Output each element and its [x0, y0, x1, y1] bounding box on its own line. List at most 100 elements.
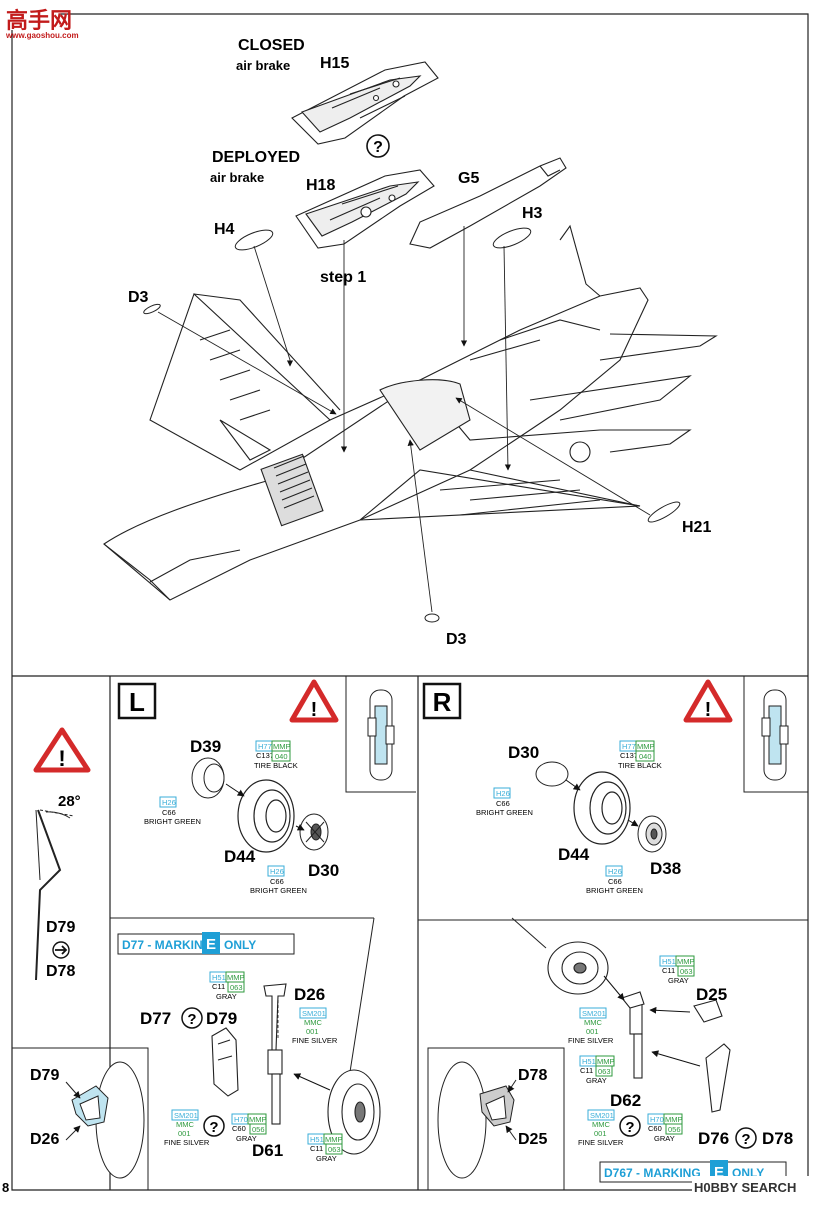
svg-text:063: 063 — [230, 983, 243, 992]
svg-text:C66: C66 — [162, 808, 176, 817]
svg-text:MMC: MMC — [176, 1120, 194, 1129]
svg-text:D767 - MARKING: D767 - MARKING — [604, 1166, 701, 1180]
closed-title: CLOSED — [238, 37, 305, 54]
closed-air-brake-drawing — [291, 61, 439, 145]
part-h18: H18 — [306, 177, 335, 194]
color-code-tire-l: H77 MMP C137 040 TIRE BLACK — [254, 740, 298, 770]
closed-subtitle: air brake — [236, 58, 290, 73]
footer-watermark: H0BBY SEARCH — [692, 1176, 814, 1196]
color-code-gray-top-r: H51 MMP C11 063 GRAY — [659, 955, 695, 985]
svg-text:001: 001 — [586, 1027, 599, 1036]
svg-text:063: 063 — [328, 1145, 341, 1154]
svg-text:063: 063 — [680, 967, 693, 976]
strut-part-d78: D78 — [46, 963, 75, 980]
aircraft-fuselage-drawing — [103, 224, 718, 601]
svg-text:MMP: MMP — [325, 1135, 343, 1144]
svg-text:?: ? — [373, 139, 383, 156]
gear-leg-right-drawing — [547, 941, 731, 1113]
svg-text:H51: H51 — [662, 957, 676, 966]
watermark-url: www.gaoshou.com — [5, 31, 79, 40]
svg-text:!: ! — [311, 699, 318, 721]
svg-text:?: ? — [209, 1119, 218, 1136]
strut-part-d79: D79 — [46, 919, 75, 936]
warning-icon-r: ! — [683, 679, 733, 723]
arrow-l-tire — [295, 824, 305, 831]
arrow-gear-left-wheel — [293, 1073, 331, 1091]
watermark-logo-text: 高手网 — [6, 8, 72, 33]
color-code-gray-top-l: H51 MMP C11 063 GRAY — [209, 971, 245, 1001]
color-code-gray-mid-l: H70 MMP C60 056 GRAY — [231, 1113, 267, 1143]
svg-text:GRAY: GRAY — [216, 992, 237, 1001]
side-badge-r: R — [422, 682, 462, 720]
svg-text:C66: C66 — [270, 877, 284, 886]
color-code-green-a-r: H26 C66 BRIGHT GREEN — [476, 787, 533, 817]
part-d61-gear: D61 — [252, 1141, 283, 1160]
svg-text:TIRE BLACK: TIRE BLACK — [618, 761, 662, 770]
arrow-l-hub — [225, 783, 245, 797]
deployed-air-brake-drawing — [295, 169, 435, 249]
svg-text:FINE SILVER: FINE SILVER — [292, 1036, 338, 1045]
color-code-gray-bot-r: H70 MMP C60 056 GRAY — [647, 1113, 683, 1143]
svg-text:BRIGHT GREEN: BRIGHT GREEN — [476, 808, 533, 817]
arrow-gear-right-d76 — [651, 1050, 701, 1067]
watermark-logo: 高手网 www.gaoshou.com — [5, 8, 79, 40]
part-d3-lower-drawing — [424, 613, 440, 623]
svg-text:SM201: SM201 — [590, 1111, 614, 1120]
svg-text:C11: C11 — [310, 1144, 323, 1153]
arrow-r-hub — [565, 779, 581, 791]
svg-text:056: 056 — [252, 1125, 265, 1134]
svg-text:ONLY: ONLY — [224, 938, 256, 952]
svg-text:H70: H70 — [650, 1115, 664, 1124]
svg-text:E: E — [714, 1164, 724, 1181]
svg-text:BRIGHT GREEN: BRIGHT GREEN — [586, 886, 643, 895]
tire-d44-l-drawing — [237, 779, 295, 853]
svg-text:MMP: MMP — [249, 1115, 267, 1124]
svg-text:GRAY: GRAY — [654, 1134, 675, 1143]
svg-text:MMP: MMP — [665, 1115, 683, 1124]
svg-text:H70: H70 — [234, 1115, 248, 1124]
color-code-gray-bot-l: H51 MMP C11 063 GRAY — [307, 1133, 343, 1163]
deployed-title: DEPLOYED — [212, 149, 300, 166]
svg-text:BRIGHT GREEN: BRIGHT GREEN — [144, 817, 201, 826]
part-g5: G5 — [458, 170, 479, 187]
part-d38-r: D38 — [650, 859, 681, 878]
svg-text:C60: C60 — [232, 1124, 246, 1133]
svg-text:H51: H51 — [310, 1135, 324, 1144]
part-d79-gear: D79 — [206, 1009, 237, 1028]
color-code-green-b-r: H26 C66 BRIGHT GREEN — [586, 865, 643, 895]
svg-text:MMP: MMP — [227, 973, 245, 982]
part-d39-l: D39 — [190, 737, 221, 756]
inset-right-d78: D78 — [518, 1067, 547, 1084]
hub-d30-l-drawing — [299, 813, 329, 851]
svg-text:H51: H51 — [212, 973, 226, 982]
svg-text:H26: H26 — [270, 867, 284, 876]
svg-text:GRAY: GRAY — [236, 1134, 257, 1143]
step-1-label: step 1 — [320, 269, 366, 286]
arrow-gear-right-wheel — [603, 975, 625, 1001]
svg-text:MMP: MMP — [273, 742, 291, 751]
svg-text:001: 001 — [594, 1129, 607, 1138]
part-d25-gear: D25 — [696, 985, 727, 1004]
part-d26-gear: D26 — [294, 985, 325, 1004]
svg-text:TIRE BLACK: TIRE BLACK — [254, 761, 298, 770]
inset-left-d79: D79 — [30, 1067, 59, 1084]
svg-text:H77: H77 — [622, 742, 636, 751]
svg-text:?: ? — [741, 1131, 750, 1148]
svg-text:!: ! — [705, 699, 712, 721]
part-d76-gear: D76 — [698, 1129, 729, 1148]
inset-left-drawing — [65, 1061, 145, 1179]
part-d44-l: D44 — [224, 847, 256, 866]
svg-text:063: 063 — [598, 1067, 611, 1076]
inset-right-drawing — [437, 1061, 517, 1179]
svg-text:040: 040 — [639, 752, 652, 761]
question-icon-top: ? — [366, 134, 390, 158]
warning-icon-l: ! — [289, 679, 339, 723]
svg-text:MMP: MMP — [597, 1057, 615, 1066]
svg-text:H51: H51 — [582, 1057, 596, 1066]
part-d3-upper: D3 — [128, 289, 149, 306]
svg-text:BRIGHT GREEN: BRIGHT GREEN — [250, 886, 307, 895]
svg-text:C137: C137 — [256, 751, 274, 760]
svg-text:H26: H26 — [496, 789, 510, 798]
part-d3-lower: D3 — [446, 631, 467, 648]
